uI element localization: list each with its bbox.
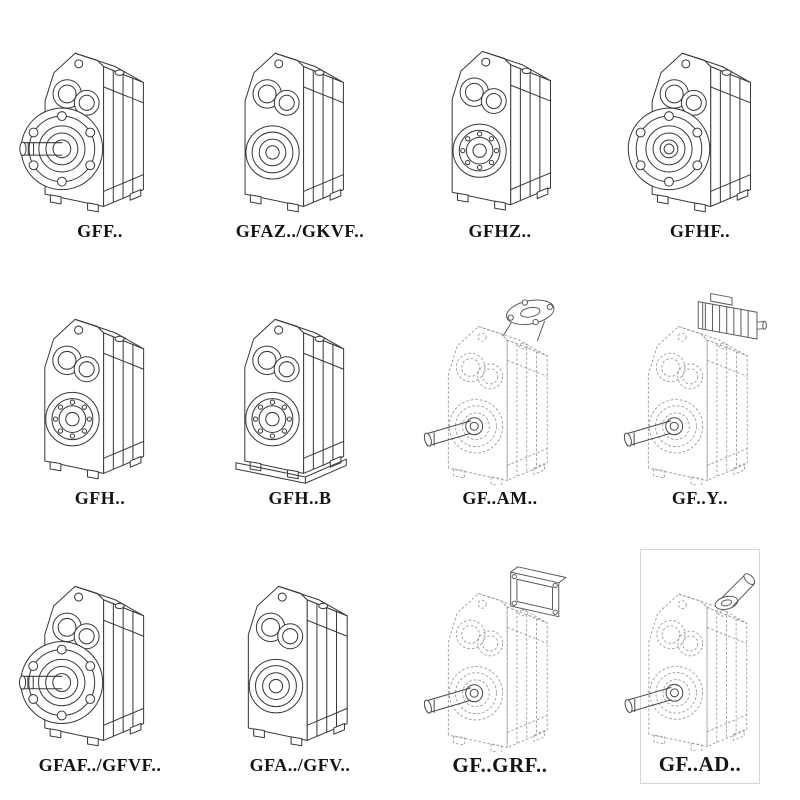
model-label: GFHZ..	[468, 221, 532, 241]
model-label: GFHF..	[669, 221, 731, 241]
model-label: GF..GRF..	[452, 753, 548, 777]
catalog-cell-gfh: GFH..	[40, 282, 160, 517]
gearbox-drawing-gfhz	[451, 50, 552, 211]
gearbox-drawing-gf-ad	[623, 571, 758, 751]
catalog-cell-gfaf-gfvf: GFAF../GFVF..	[18, 549, 162, 784]
gearbox-drawing-gff	[19, 52, 144, 213]
model-label: GFA../GFV..	[249, 755, 351, 775]
model-label: GFH..	[74, 488, 126, 508]
model-label: GFAZ../GKVF..	[235, 221, 365, 241]
catalog-cell-gfh-b: GFH..B	[235, 282, 360, 517]
gearbox-drawing-gfaz-gkvf	[244, 52, 344, 213]
model-label: GF..AD..	[658, 752, 742, 776]
catalog-cell-gff: GFF..	[19, 16, 160, 250]
catalog-cell-gfhz: GFHZ..	[440, 16, 560, 250]
gearbox-drawing-gf-grf	[422, 566, 567, 752]
gearbox-drawing-gfh-b	[235, 318, 347, 484]
gearbox-drawing-gf-am	[422, 295, 557, 485]
gearbox-drawing-gfaf-gfvf	[18, 585, 145, 747]
model-label: GFH..B	[268, 488, 332, 508]
gearbox-drawing-gf-y	[622, 293, 767, 485]
catalog-cell-gf-ad: GF..AD..	[623, 549, 760, 784]
catalog-cell-gfhf: GFHF..	[627, 16, 760, 250]
model-label: GF..AM..	[462, 488, 538, 508]
model-label: GFAF../GFVF..	[38, 755, 162, 775]
gearbox-drawing-gfh	[44, 318, 145, 480]
gearbox-drawing-gfa-gfv	[247, 585, 348, 747]
model-label: GF..Y..	[671, 488, 729, 508]
catalog-cell-gfaz-gkvf: GFAZ../GKVF..	[236, 16, 364, 250]
catalog-cell-gfa-gfv: GFA../GFV..	[240, 549, 360, 784]
catalog-cell-gf-grf: GF..GRF..	[422, 549, 567, 784]
catalog-cell-gf-am: GF..AM..	[422, 282, 560, 517]
gearbox-drawing-gfhf	[627, 52, 752, 213]
catalog-cell-gf-y: GF..Y..	[622, 282, 767, 517]
model-label: GFF..	[77, 221, 123, 241]
